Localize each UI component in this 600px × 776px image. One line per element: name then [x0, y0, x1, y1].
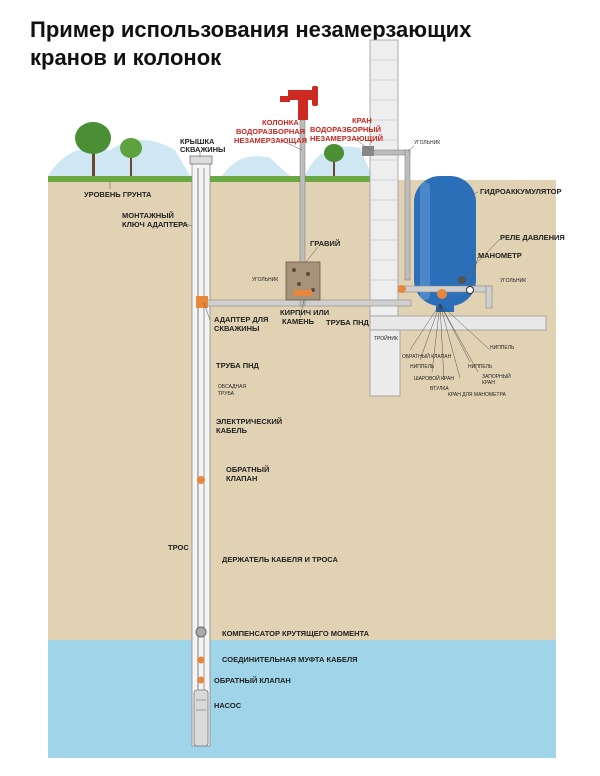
label-coupling: СОЕДИНИТЕЛЬНАЯ МУФТА КАБЕЛЯ — [222, 655, 358, 664]
label-shutoff-2: КРАН — [482, 380, 495, 386]
label-hydrant-3: НЕЗАМЕРЗАЮЩАЯ — [234, 136, 307, 145]
fitting-leaders — [409, 303, 491, 381]
sky-left — [48, 140, 190, 176]
label-hdpe-pipe-v: ТРУБА ПНД — [216, 361, 260, 370]
tree-right-icon — [324, 144, 344, 176]
label-well-cap-1: КРЫШКА — [180, 137, 215, 146]
faucet-icon — [362, 146, 374, 156]
well-cap-icon — [189, 155, 213, 165]
house-wall — [369, 39, 399, 317]
label-check-valve-small: ОБРАТНЫЙ КЛАПАН — [402, 352, 452, 360]
label-cable-2: КАБЕЛЬ — [216, 426, 248, 435]
label-casing-1: ОБСАДНАЯ — [218, 384, 246, 390]
label-hydrant-2: ВОДОРАЗБОРНАЯ — [236, 127, 305, 136]
label-nipple-b: НИППЕЛЬ — [468, 364, 493, 370]
label-mount-key-1: МОНТАЖНЫЙ — [122, 211, 174, 220]
label-leaders — [109, 137, 501, 321]
pump-icon — [193, 689, 209, 747]
label-mount-key-2: КЛЮЧ АДАПТЕРА — [122, 220, 189, 229]
shutoff-valve-icon — [437, 289, 447, 299]
faucet-pipe — [369, 149, 411, 156]
label-faucet-2: ВОДОРАЗБОРНЫЙ — [310, 125, 381, 134]
label-bushing: ВТУЛКА — [430, 386, 449, 392]
label-torque: КОМПЕНСАТОР КРУТЯЩЕГО МОМЕНТА — [222, 629, 370, 638]
label-faucet-3: НЕЗАМЕРЗАЮЩИЙ — [310, 134, 383, 143]
cable-splice-icon — [197, 656, 205, 664]
title-line-1: Пример использования незамерзающих — [30, 17, 472, 42]
label-elbow-right: УГОЛЬНИК — [500, 278, 526, 284]
label-hdpe-pipe-h: ТРУБА ПНД — [326, 318, 370, 327]
grass-strip — [48, 176, 388, 182]
page-title: Пример использования незамерзающих крано… — [30, 16, 590, 72]
label-elbow-left: УГОЛЬНИК — [252, 277, 278, 283]
label-nipple-mid: НИППЕЛЬ — [410, 364, 435, 370]
accumulator-tank-icon — [414, 176, 476, 312]
label-check-valve1-1: ОБРАТНЫЙ — [226, 465, 269, 474]
label-ground-level: УРОВЕНЬ ГРУНТА — [84, 190, 152, 199]
hdpe-pipe-horizontal — [200, 299, 412, 307]
label-cable-1: ЭЛЕКТРИЧЕСКИЙ — [216, 417, 282, 426]
tee-icon — [398, 285, 406, 293]
label-faucet-1: КРАН — [352, 116, 372, 125]
title-line-2: кранов и колонок — [30, 45, 222, 70]
tree-left-icon — [75, 122, 142, 176]
tank-drop — [485, 285, 493, 309]
label-well-cap-2: СКВАЖИНЫ — [180, 145, 225, 154]
pressure-switch-icon — [458, 276, 466, 284]
floor-slab — [369, 315, 547, 331]
check-valve-upper-icon — [197, 476, 205, 484]
label-adapter-2: СКВАЖИНЫ — [214, 324, 259, 333]
label-accumulator: ГИДРОАККУМУЛЯТОР — [480, 187, 561, 196]
label-tee: ТРОЙНИК — [374, 334, 398, 342]
label-ball-valve: ШАРОВОЙ КРАН — [414, 374, 454, 382]
label-elbow-top: УГОЛЬНИК — [414, 140, 440, 146]
label-brick-1: КИРПИЧ ИЛИ — [280, 308, 329, 317]
label-gravel: ГРАВИЙ — [310, 239, 340, 248]
label-drain-valve: КРАН ДЛЯ МАНОМЕТРА — [448, 392, 506, 398]
torque-arrestor-icon — [195, 626, 207, 638]
manometer-icon — [466, 286, 474, 294]
label-check-valve1-2: КЛАПАН — [226, 474, 257, 483]
label-hydrant-1: КОЛОНКА — [262, 118, 299, 127]
gravel-box — [285, 261, 321, 301]
label-brick-2: КАМЕНЬ — [282, 317, 315, 326]
label-nipple-right: НИППЕЛЬ — [490, 345, 515, 351]
label-holder: ДЕРЖАТЕЛЬ КАБЕЛЯ И ТРОСА — [222, 555, 339, 564]
sky-middle — [222, 156, 290, 176]
foundation — [369, 329, 401, 397]
label-manometer: МАНОМЕТР — [478, 251, 522, 260]
label-rope: ТРОС — [168, 543, 189, 552]
pitless-adapter-icon — [196, 296, 208, 308]
label-shutoff-1: ЗАПОРНЫЙ — [482, 372, 511, 380]
hydrant-icon — [280, 86, 318, 307]
label-pressure-switch: РЕЛЕ ДАВЛЕНИЯ — [500, 233, 565, 242]
check-valve-lower-icon — [197, 676, 205, 684]
label-check-valve2: ОБРАТНЫЙ КЛАПАН — [214, 676, 291, 685]
label-casing-2: ТРУБА — [218, 391, 235, 397]
label-adapter-1: АДАПТЕР ДЛЯ — [214, 315, 268, 324]
sky-right — [305, 146, 372, 176]
label-pump: НАСОС — [214, 701, 242, 710]
water-layer — [48, 640, 556, 758]
faucet-riser — [404, 149, 411, 281]
